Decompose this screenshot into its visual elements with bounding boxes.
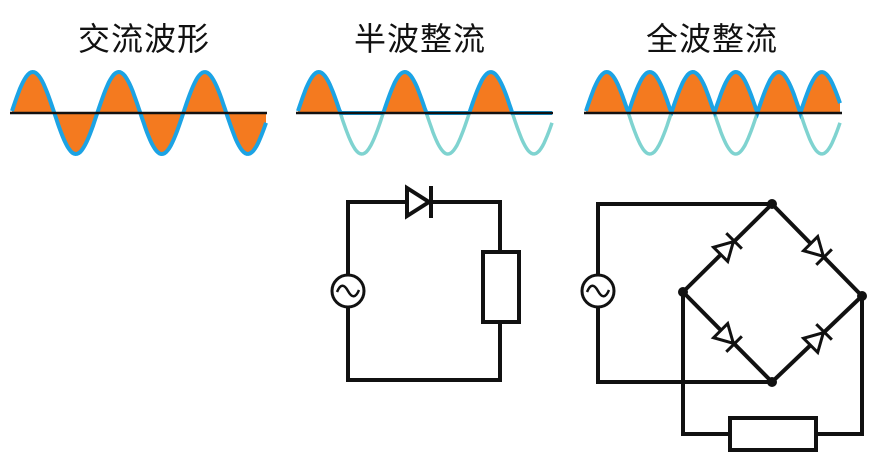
- ac-source-icon: [330, 273, 366, 309]
- title-half-wave: 半波整流: [353, 20, 486, 58]
- full-wave-bridge-circuit: [580, 199, 867, 452]
- node-right: [857, 291, 867, 301]
- full-wave-fill: [586, 72, 840, 113]
- half-wave-circuit: [330, 184, 521, 382]
- resistor-icon: [728, 416, 818, 452]
- full-wave-waveform: [584, 69, 842, 156]
- wire-top-right: [432, 200, 502, 252]
- diode-icon: [405, 184, 433, 220]
- title-full-wave: 全波整流: [645, 20, 778, 58]
- half-wave-waveform: [296, 69, 554, 156]
- node-left: [678, 287, 688, 297]
- wire-load-right: [816, 296, 864, 436]
- full-wave-line: [584, 69, 842, 120]
- wire-load-left: [681, 292, 730, 436]
- wire-left-top: [346, 200, 405, 275]
- node-top: [767, 199, 777, 209]
- ac-waveform: [10, 69, 268, 157]
- wire-source-bottom: [596, 307, 772, 384]
- diode-icon: [710, 232, 743, 265]
- title-ac-waveform: 交流波形: [77, 20, 210, 58]
- diode-icon: [710, 320, 743, 353]
- resistor-icon: [481, 250, 521, 324]
- half-wave-fill: [298, 72, 552, 113]
- diode-icon: [800, 323, 833, 356]
- diode-icon: [800, 233, 833, 266]
- node-bottom: [767, 377, 777, 387]
- wire-right-bottom: [346, 307, 502, 382]
- wire-source-top: [596, 202, 772, 275]
- ac-source-icon: [580, 273, 616, 309]
